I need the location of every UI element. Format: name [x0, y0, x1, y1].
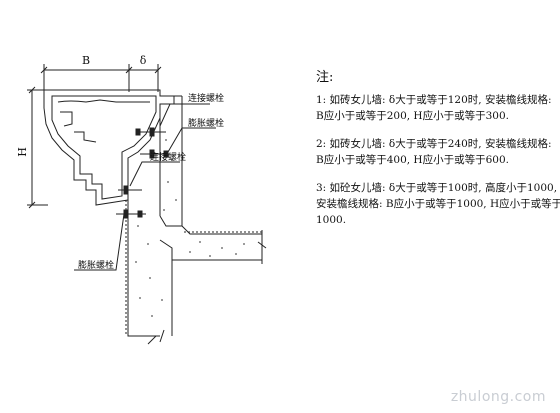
dim-width-label: B	[82, 54, 90, 67]
connect-bolt-top	[135, 127, 166, 137]
note-3-line-2: 安装檐线规格: B应小于或等于1000, H应小于或等于	[316, 198, 560, 210]
note-1-line-1: 1: 如砖女儿墙: δ大于或等于120时, 安装檐线规格:	[316, 94, 552, 106]
roof-slab	[127, 200, 267, 345]
expansion-bolt-top	[140, 149, 170, 159]
note-1-line-2: B应小于或等于200, H应小于或等于300.	[316, 110, 509, 122]
expansion-bolt-bottom	[116, 209, 146, 219]
parapet-wall	[159, 95, 183, 226]
notes-title: 注:	[316, 70, 334, 85]
note-3-line-1: 3: 如砼女儿墙: δ大于或等于100时, 高度小于1000,	[316, 182, 558, 194]
note-2-line-1: 2: 如砖女儿墙: δ大于或等于240时, 安装檐线规格:	[316, 138, 552, 150]
callout-expansion-bolt-top: 膨胀螺栓	[188, 117, 224, 129]
note-3-line-3: 1000.	[316, 214, 347, 226]
note-2-line-2: B应小于或等于400, H应小于或等于600.	[316, 154, 509, 166]
dim-height-label: H	[16, 147, 29, 157]
watermark: zhulong.com	[450, 389, 546, 405]
height-dimension	[27, 86, 48, 209]
connect-bolt-mid	[118, 185, 142, 195]
cornice-profile-inner	[51, 95, 157, 200]
callout-expansion-bolt-bottom: 膨胀螺栓	[78, 259, 114, 271]
width-dimension	[40, 64, 162, 92]
dim-gap-label: δ	[140, 54, 147, 67]
concrete-hatch	[135, 139, 245, 317]
notes-block: 注: 1: 如砖女儿墙: δ大于或等于120时, 安装檐线规格: B应小于或等于…	[316, 70, 560, 228]
callout-connect-bolt-mid: 连接螺栓	[150, 151, 186, 163]
callout-connect-bolt-top: 连接螺栓	[188, 92, 224, 104]
cornice-profile-outer	[43, 89, 175, 206]
